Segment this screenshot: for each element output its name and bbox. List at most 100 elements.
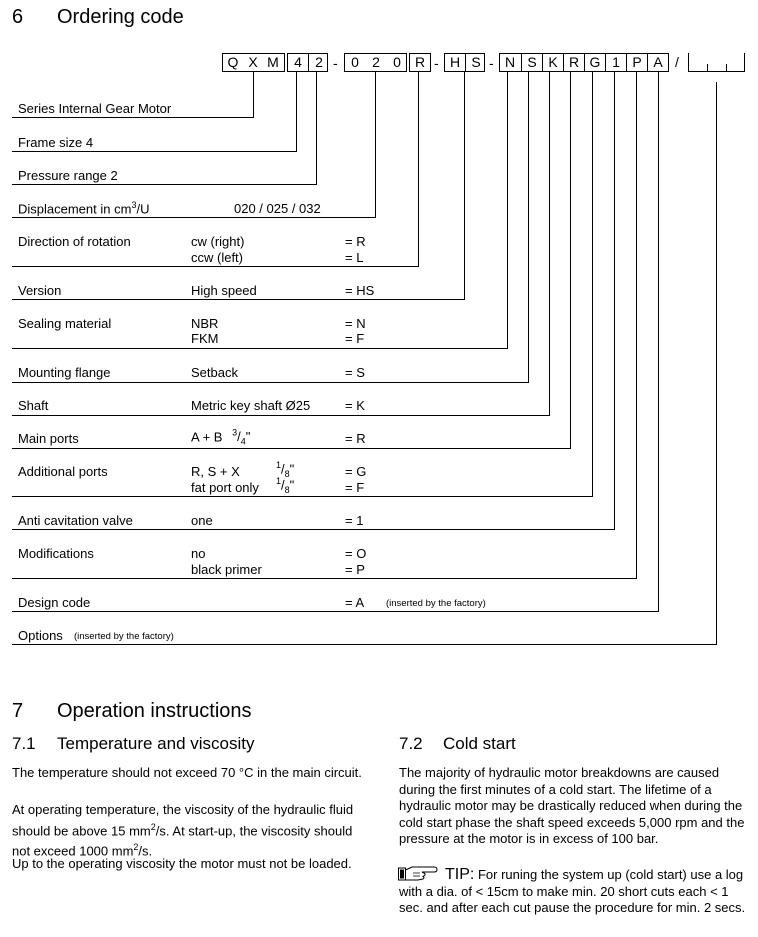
code-char: 0 (351, 54, 359, 70)
row-underline (12, 382, 529, 383)
version-label: Version (18, 283, 62, 298)
design-note: (inserted by the factory) (386, 598, 486, 609)
code-char: R (414, 54, 426, 70)
displacement-sup: 3 (131, 200, 137, 210)
row-underline (12, 217, 376, 218)
row-underline (12, 496, 593, 497)
row-underline (12, 529, 615, 530)
addports-frac2: 1/8" (276, 476, 295, 495)
anticav-label: Anti cavitation valve (18, 513, 133, 528)
row-displacement: Displacement in cm3/U (18, 200, 149, 216)
code-group-series: Q X M (222, 53, 285, 72)
options-note: (inserted by the factory) (74, 631, 174, 642)
code-group-custom (688, 53, 745, 72)
pointing-hand-icon (398, 866, 438, 881)
section-7-title: Operation instructions (57, 700, 252, 722)
code-group-version: H S (444, 53, 485, 72)
addports-val1: = G (345, 464, 367, 479)
tip-text: For runing the system up (cold start) us… (399, 867, 746, 915)
s71-p2b: /s. At start-up, the viscosity should no… (12, 822, 353, 859)
version-val1: = HS (345, 283, 375, 298)
frac-num: 3 (232, 428, 238, 438)
addports-label: Additional ports (18, 464, 108, 479)
sealing-opt2: FKM (191, 331, 219, 346)
rotation-opt1: cw (right) (191, 234, 245, 249)
row-pressure: Pressure range 2 (18, 168, 118, 183)
code-char: 4 (294, 54, 302, 70)
leader-line (614, 72, 615, 529)
leader-line (375, 72, 376, 217)
code-char: R (563, 54, 584, 71)
leader-line (464, 72, 465, 299)
rotation-val2: = L (345, 250, 364, 265)
code-char: H (449, 54, 461, 70)
frac-den: 4 (240, 436, 246, 447)
row-underline (12, 266, 419, 267)
flange-val1: = S (345, 365, 365, 380)
sup-2: 2 (150, 821, 156, 832)
inch-mark: " (289, 477, 295, 493)
row-underline (12, 184, 317, 185)
leader-line (528, 72, 529, 382)
mods-val2: = P (345, 562, 365, 577)
s71-paragraph-2: At operating temperature, the viscosity … (12, 802, 367, 860)
code-char: 2 (372, 54, 380, 70)
s71-paragraph-1: The temperature should not exceed 70 °C … (12, 765, 362, 780)
shaft-opt1: Metric key shaft Ø25 (191, 398, 311, 413)
displacement-suffix: /U (136, 201, 150, 217)
mainports-opt1: A + B 3/4" (191, 428, 251, 447)
row-underline (12, 611, 659, 612)
section-7-1-title: Temperature and viscosity (57, 734, 255, 753)
shaft-label: Shaft (18, 398, 49, 413)
row-underline (12, 151, 297, 152)
code-char: A (647, 54, 668, 71)
anticav-opt1: one (191, 513, 213, 528)
flange-opt1: Setback (191, 365, 238, 380)
leader-line (507, 72, 508, 348)
tip-label: TIP: (445, 866, 475, 883)
shaft-val1: = K (345, 398, 365, 413)
addports-opt1: R, S + X (191, 464, 240, 479)
frac-den: 8 (284, 468, 290, 479)
sealing-val1: = N (345, 316, 366, 331)
code-char: K (542, 54, 563, 71)
code-group-size: 4 2 (287, 53, 328, 72)
s71-p2c: /s. (138, 843, 153, 859)
leader-line (716, 82, 717, 644)
code-char: S (465, 54, 486, 71)
code-char: Q (227, 54, 239, 70)
code-char: 2 (308, 54, 329, 71)
row-underline (12, 448, 571, 449)
inch-mark: " (289, 461, 295, 477)
displacement-values: 020 / 025 / 032 (234, 201, 321, 216)
anticav-val1: = 1 (345, 513, 364, 528)
flange-label: Mounting flange (18, 365, 111, 380)
code-group-rotation: R (409, 53, 431, 72)
addports-frac1: 1/8" (276, 460, 295, 479)
code-group-displacement: 0 2 0 (344, 53, 407, 72)
leader-line (296, 72, 297, 151)
code-char: G (584, 54, 605, 71)
mods-opt1: no (191, 546, 206, 561)
s71-p2a: At operating temperature, the viscosity … (12, 802, 354, 838)
frac-num: 1 (276, 460, 282, 470)
leader-line (658, 72, 659, 611)
sealing-label: Sealing material (18, 316, 112, 331)
mods-val1: = O (345, 546, 367, 561)
options-label: Options (18, 628, 63, 643)
row-underline (12, 415, 550, 416)
sup-2: 2 (133, 842, 139, 853)
displacement-label: Displacement in cm (18, 201, 132, 217)
leader-line (316, 72, 317, 184)
row-underline (12, 644, 717, 645)
mainports-label: Main ports (18, 431, 79, 446)
section-7-1-number: 7.1 (12, 734, 36, 753)
rotation-opt2: ccw (left) (191, 250, 243, 265)
leader-line (253, 72, 254, 117)
section-7-2-number: 7.2 (399, 734, 423, 753)
rotation-val1: = R (345, 234, 366, 249)
code-group-options: N S K R G 1 P A (499, 53, 669, 72)
code-char: X (248, 54, 258, 70)
code-char: 0 (393, 54, 401, 70)
row-underline (12, 299, 465, 300)
